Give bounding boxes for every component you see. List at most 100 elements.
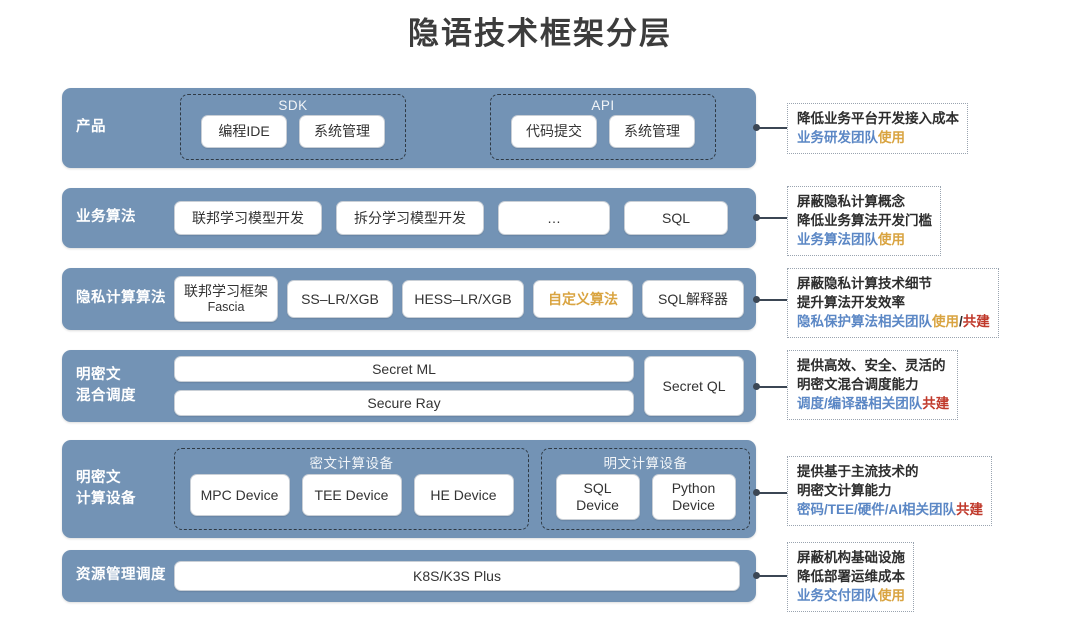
note-role: 业务算法团队 <box>797 232 878 248</box>
connector-line-compute-device <box>759 492 787 494</box>
box-sql[interactable]: SQL <box>624 201 728 235</box>
note-coop: 共建 <box>922 396 950 412</box>
note-roleline: 调度/编译器相关团队共建 <box>797 394 949 413</box>
group-items-sdk: 编程IDE 系统管理 <box>201 115 385 148</box>
note-use: 使用 <box>878 588 905 604</box>
layer-row-product: 产品 SDK 编程IDE 系统管理 API 代码提交 <box>62 88 756 168</box>
note-use: 使用 <box>932 314 959 330</box>
note-use: 使用 <box>878 232 905 248</box>
note-line: 提供基于主流技术的 <box>797 464 919 479</box>
box-system-management-api[interactable]: 系统管理 <box>609 115 695 148</box>
group-plaintext-devices: 明文计算设备 SQL Device Python Device <box>541 448 750 530</box>
note-product: 降低业务平台开发接入成本 业务研发团队使用 <box>787 103 968 155</box>
note-coop: 共建 <box>962 314 990 330</box>
layer-body-compute-device: 密文计算设备 MPC Device TEE Device HE Device 明… <box>174 440 756 538</box>
box-secure-ray[interactable]: Secure Ray <box>174 390 634 416</box>
connector-line-privacy-computing-algorithm <box>759 299 787 301</box>
note-business-algorithm: 屏蔽隐私计算概念 降低业务算法开发门槛 业务算法团队使用 <box>787 186 941 257</box>
note-role: 密码/TEE/硬件/AI相关团队 <box>797 502 957 518</box>
group-title-api: API <box>591 98 615 113</box>
note-line: 明密文混合调度能力 <box>797 377 919 393</box>
connector-dot-business-algorithm <box>753 214 760 221</box>
box-sql-device[interactable]: SQL Device <box>555 474 640 520</box>
note-line: 降低部署运维成本 <box>797 569 905 585</box>
box-python-device[interactable]: Python Device <box>651 474 736 520</box>
note-coop: 共建 <box>956 502 984 518</box>
connector-dot-privacy-computing-algorithm <box>753 296 760 303</box>
layer-row-compute-device: 明密文 计算设备 密文计算设备 MPC Device TEE Device HE… <box>62 440 756 538</box>
connector-line-hybrid-scheduling <box>759 386 787 388</box>
note-roleline: 业务交付团队使用 <box>797 586 905 605</box>
group-title-ciphertext-devices: 密文计算设备 <box>309 456 394 471</box>
box-code-submit[interactable]: 代码提交 <box>511 115 597 148</box>
box-system-management-sdk[interactable]: 系统管理 <box>299 115 385 148</box>
box-mpc-device[interactable]: MPC Device <box>189 474 290 516</box>
group-items-plaintext-devices: SQL Device Python Device <box>555 474 736 520</box>
group-title-plaintext-devices: 明文计算设备 <box>603 456 688 471</box>
layer-body-business-algorithm: 联邦学习模型开发 拆分学习模型开发 … SQL <box>174 188 756 248</box>
page-title: 隐语技术框架分层 <box>408 16 672 51</box>
box-tee-device[interactable]: TEE Device <box>301 474 402 516</box>
note-use: 使用 <box>878 130 905 146</box>
note-line: 降低业务算法开发门槛 <box>797 213 932 229</box>
note-line: 屏蔽隐私计算技术细节 <box>797 276 932 291</box>
note-compute-device: 提供基于主流技术的 明密文计算能力 密码/TEE/硬件/AI相关团队共建 <box>787 456 993 527</box>
layer-label-privacy-computing-algorithm: 隐私计算算法 <box>76 290 166 307</box>
note-line: 提升算法开发效率 <box>797 295 905 311</box>
group-ciphertext-devices: 密文计算设备 MPC Device TEE Device HE Device <box>174 448 529 530</box>
connector-dot-product <box>753 124 760 131</box>
box-sql-interpreter[interactable]: SQL解释器 <box>642 280 744 318</box>
note-line: 屏蔽机构基础设施 <box>797 550 905 565</box>
layer-body-resource-management: K8S/K3S Plus <box>174 550 756 602</box>
group-sdk: SDK 编程IDE 系统管理 <box>180 94 406 160</box>
note-line: 提供高效、安全、灵活的 <box>797 358 946 373</box>
note-role: 业务研发团队 <box>797 130 878 146</box>
box-custom-algorithm[interactable]: 自定义算法 <box>533 280 633 318</box>
note-privacy-computing-algorithm: 屏蔽隐私计算技术细节 提升算法开发效率 隐私保护算法相关团队使用/共建 <box>787 268 999 339</box>
box-k8s-k3s-plus[interactable]: K8S/K3S Plus <box>174 561 740 591</box>
box-ellipsis[interactable]: … <box>498 201 610 235</box>
box-he-device[interactable]: HE Device <box>413 474 514 516</box>
note-roleline: 密码/TEE/硬件/AI相关团队共建 <box>797 500 983 519</box>
box-secret-ml[interactable]: Secret ML <box>174 356 634 382</box>
connector-dot-resource-management <box>753 572 760 579</box>
box-federated-learning-framework[interactable]: 联邦学习框架 Fascia <box>174 276 278 322</box>
layer-row-privacy-computing-algorithm: 隐私计算算法 联邦学习框架 Fascia SS–LR/XGB HESS–LR/X… <box>62 268 756 330</box>
layer-body-product: SDK 编程IDE 系统管理 API 代码提交 系统 <box>174 88 756 168</box>
note-line: 屏蔽隐私计算概念 <box>797 194 905 209</box>
box-federated-learning-model-dev[interactable]: 联邦学习模型开发 <box>174 201 322 235</box>
connector-line-product <box>759 127 787 129</box>
box-split-learning-model-dev[interactable]: 拆分学习模型开发 <box>336 201 484 235</box>
note-roleline: 隐私保护算法相关团队使用/共建 <box>797 312 990 331</box>
group-items-api: 代码提交 系统管理 <box>511 115 695 148</box>
box-ss-lr-xgb[interactable]: SS–LR/XGB <box>287 280 393 318</box>
note-roleline: 业务研发团队使用 <box>797 128 959 147</box>
note-role: 隐私保护算法相关团队 <box>797 314 932 330</box>
note-role: 业务交付团队 <box>797 588 878 604</box>
layer-label-compute-device: 明密文 计算设备 <box>76 469 136 507</box>
note-resource-management: 屏蔽机构基础设施 降低部署运维成本 业务交付团队使用 <box>787 542 914 613</box>
connector-line-resource-management <box>759 575 787 577</box>
group-api: API 代码提交 系统管理 <box>490 94 716 160</box>
box-secret-ql[interactable]: Secret QL <box>644 356 744 416</box>
layer-label-business-algorithm: 业务算法 <box>76 209 136 226</box>
layer-label-hybrid-scheduling: 明密文 混合调度 <box>76 366 136 404</box>
layer-body-privacy-computing-algorithm: 联邦学习框架 Fascia SS–LR/XGB HESS–LR/XGB 自定义算… <box>174 268 756 330</box>
connector-line-business-algorithm <box>759 217 787 219</box>
layer-label-product: 产品 <box>76 119 106 136</box>
note-role: 调度/编译器相关团队 <box>797 396 923 412</box>
note-separator: / <box>959 314 963 330</box>
layer-row-resource-management: 资源管理调度 K8S/K3S Plus <box>62 550 756 602</box>
box-programming-ide[interactable]: 编程IDE <box>201 115 287 148</box>
layer-body-hybrid-scheduling: Secret ML Secure Ray Secret QL <box>174 350 756 422</box>
layer-row-business-algorithm: 业务算法 联邦学习模型开发 拆分学习模型开发 … SQL <box>62 188 756 248</box>
layer-row-hybrid-scheduling: 明密文 混合调度 Secret ML Secure Ray Secret QL <box>62 350 756 422</box>
stack-secret-ml-secure-ray: Secret ML Secure Ray <box>174 356 634 416</box>
box-hess-lr-xgb[interactable]: HESS–LR/XGB <box>402 280 524 318</box>
note-roleline: 业务算法团队使用 <box>797 230 932 249</box>
note-line: 明密文计算能力 <box>797 483 892 499</box>
connector-dot-hybrid-scheduling <box>753 383 760 390</box>
connector-dot-compute-device <box>753 489 760 496</box>
note-line: 降低业务平台开发接入成本 <box>797 111 959 126</box>
note-hybrid-scheduling: 提供高效、安全、灵活的 明密文混合调度能力 调度/编译器相关团队共建 <box>787 350 959 421</box>
